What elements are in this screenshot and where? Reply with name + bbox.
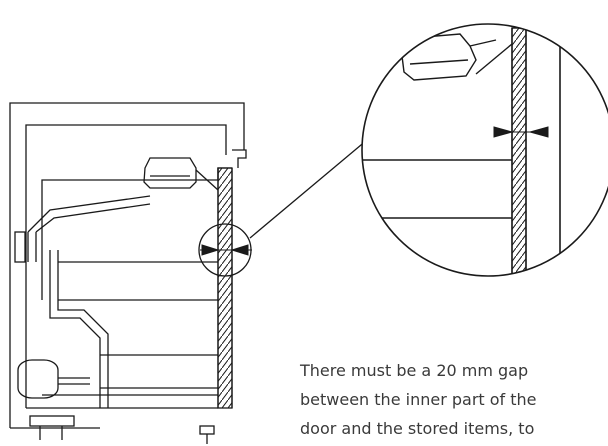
gap-indicator-small	[198, 223, 252, 277]
cabinet-cross-section	[9, 102, 247, 444]
door-hatched	[217, 167, 233, 409]
expansion-tank	[17, 359, 59, 399]
gap-indicator-zoomed	[493, 126, 549, 138]
door-hatched-zoomed	[511, 27, 527, 276]
caption-line-3: door and the stored items, to	[300, 419, 535, 438]
zoom-circle	[361, 23, 608, 277]
caption-line-1: There must be a 20 mm gap	[300, 361, 529, 380]
gap-instruction-caption: There must be a 20 mm gap between the in…	[300, 356, 600, 443]
caption-line-2: between the inner part of the	[300, 390, 537, 409]
door-top-detail	[232, 149, 247, 168]
cabinet-top-panel	[25, 124, 227, 408]
base-foot-left	[29, 415, 75, 427]
base-foot-right	[199, 425, 215, 435]
left-duct	[27, 195, 151, 262]
fan-unit	[143, 157, 197, 189]
cabinet-inner-liner	[41, 167, 232, 300]
zoomed-detail	[361, 23, 608, 277]
cabinet-outer-wall	[9, 102, 245, 428]
